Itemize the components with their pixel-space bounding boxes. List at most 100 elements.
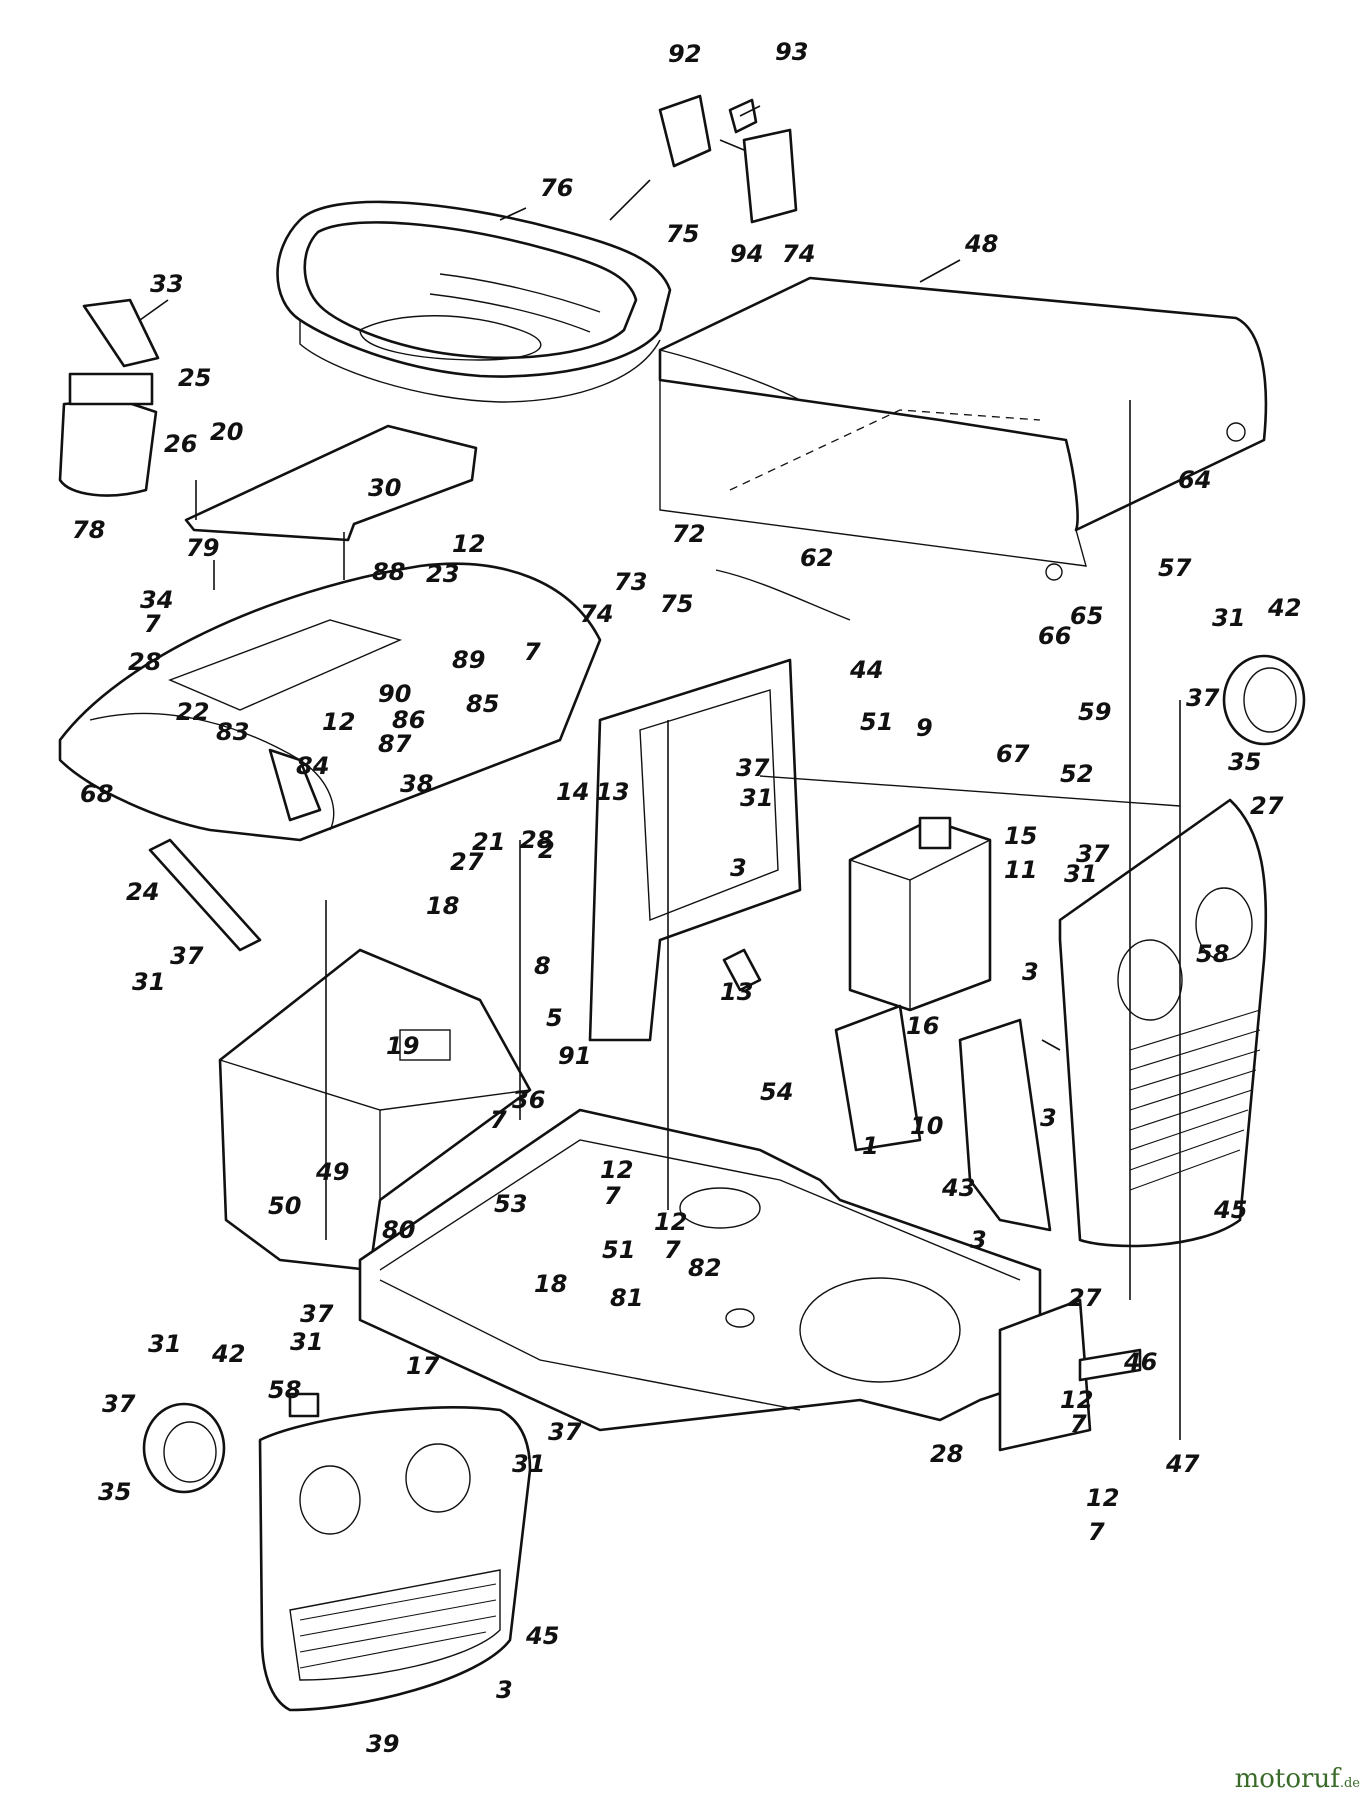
part-label: 27 [1250, 792, 1284, 820]
headlight-right [1222, 654, 1306, 746]
part-label: 37 [548, 1418, 582, 1446]
part-label: 90 [378, 680, 411, 708]
part-label: 76 [540, 174, 573, 202]
part-label: 3 [496, 1676, 513, 1704]
part-label: 3 [1022, 958, 1039, 986]
part-label: 13 [596, 778, 629, 806]
part-label: 37 [300, 1300, 334, 1328]
part-label: 93 [775, 38, 808, 66]
seat-plate [184, 424, 478, 542]
part-label: 28 [128, 648, 161, 676]
part-label: 66 [1038, 622, 1071, 650]
grille-front [258, 1392, 532, 1712]
side-panel [958, 1018, 1052, 1232]
part-label: 64 [1178, 466, 1211, 494]
part-label: 84 [296, 752, 329, 780]
part-label: 45 [525, 1622, 559, 1650]
part-label: 28 [520, 826, 553, 854]
part-label: 37 [736, 754, 770, 782]
part-label: 42 [211, 1340, 245, 1368]
part-label: 51 [860, 708, 893, 736]
part-label: 49 [315, 1158, 349, 1186]
rod [759, 775, 1181, 807]
part-label: 12 [322, 708, 355, 736]
part-label: 54 [760, 1078, 793, 1106]
part-label: 92 [668, 40, 701, 68]
part-label: 7 [664, 1236, 681, 1264]
watermark-suffix: .de [1339, 1776, 1360, 1791]
part-label: 31 [1212, 604, 1245, 632]
part-label: 7 [490, 1106, 507, 1134]
seat [276, 200, 672, 403]
part-label: 25 [178, 364, 211, 392]
part-label: 7 [604, 1182, 621, 1210]
part-label: 3 [1040, 1104, 1057, 1132]
part-label: 12 [452, 530, 485, 558]
switch-bracket [658, 94, 798, 224]
part-label: 18 [534, 1270, 567, 1298]
part-label: 72 [672, 520, 705, 548]
part-label: 37 [1186, 684, 1220, 712]
part-label: 62 [800, 544, 833, 572]
part-label: 15 [1004, 822, 1037, 850]
part-label: 5 [546, 1004, 563, 1032]
part-label: 38 [400, 770, 433, 798]
part-label: 42 [1267, 594, 1301, 622]
part-label: 9 [916, 714, 933, 742]
dash-panel [588, 658, 802, 1042]
part-label: 1 [862, 1132, 879, 1160]
part-label: 3 [730, 854, 747, 882]
fender [58, 562, 602, 842]
part-label: 37 [170, 942, 204, 970]
part-label: 12 [1060, 1386, 1093, 1414]
part-label: 7 [1088, 1518, 1105, 1546]
part-label: 24 [126, 878, 159, 906]
part-label: 7 [144, 610, 161, 638]
part-label: 43 [941, 1174, 975, 1202]
watermark-brand: motoruf [1234, 1764, 1340, 1794]
part-label: 53 [494, 1190, 527, 1218]
part-label: 57 [1158, 554, 1192, 582]
part-label: 31 [740, 784, 773, 812]
part-label: 39 [366, 1730, 399, 1758]
part-label: 36 [512, 1086, 545, 1114]
watermark: motoruf.de [1235, 1764, 1360, 1794]
part-label: 30 [368, 474, 401, 502]
part-label: 80 [382, 1216, 415, 1244]
part-label: 91 [558, 1042, 591, 1070]
part-label: 44 [849, 656, 883, 684]
part-label: 87 [378, 730, 412, 758]
part-label: 89 [452, 646, 485, 674]
part-label: 21 [472, 828, 505, 856]
part-label: 67 [996, 740, 1030, 768]
part-label: 47 [1165, 1450, 1200, 1478]
part-label: 59 [1078, 698, 1111, 726]
part-label: 34 [140, 586, 173, 614]
part-label: 78 [72, 516, 105, 544]
part-label: 75 [660, 590, 693, 618]
part-label: 88 [372, 558, 405, 586]
part-label: 2 [538, 836, 555, 864]
hood [658, 276, 1268, 581]
part-label: 83 [216, 718, 249, 746]
part-label: 12 [654, 1208, 687, 1236]
part-label: 94 [730, 240, 763, 268]
part-label: 31 [290, 1328, 323, 1356]
part-label: 50 [268, 1192, 301, 1220]
part-label: 17 [406, 1352, 440, 1380]
part-label: 18 [426, 892, 459, 920]
part-label: 75 [666, 220, 699, 248]
part-label: 27 [1068, 1284, 1102, 1312]
part-label: 48 [964, 230, 998, 258]
part-label: 13 [720, 978, 753, 1006]
part-label: 7 [524, 638, 541, 666]
part-label: 35 [1228, 748, 1261, 776]
part-label: 65 [1070, 602, 1103, 630]
part-label: 35 [98, 1478, 131, 1506]
part-label: 7 [1070, 1410, 1087, 1438]
part-label: 73 [614, 568, 647, 596]
part-label: 86 [392, 706, 425, 734]
part-label: 68 [80, 780, 113, 808]
part-label: 28 [930, 1440, 963, 1468]
